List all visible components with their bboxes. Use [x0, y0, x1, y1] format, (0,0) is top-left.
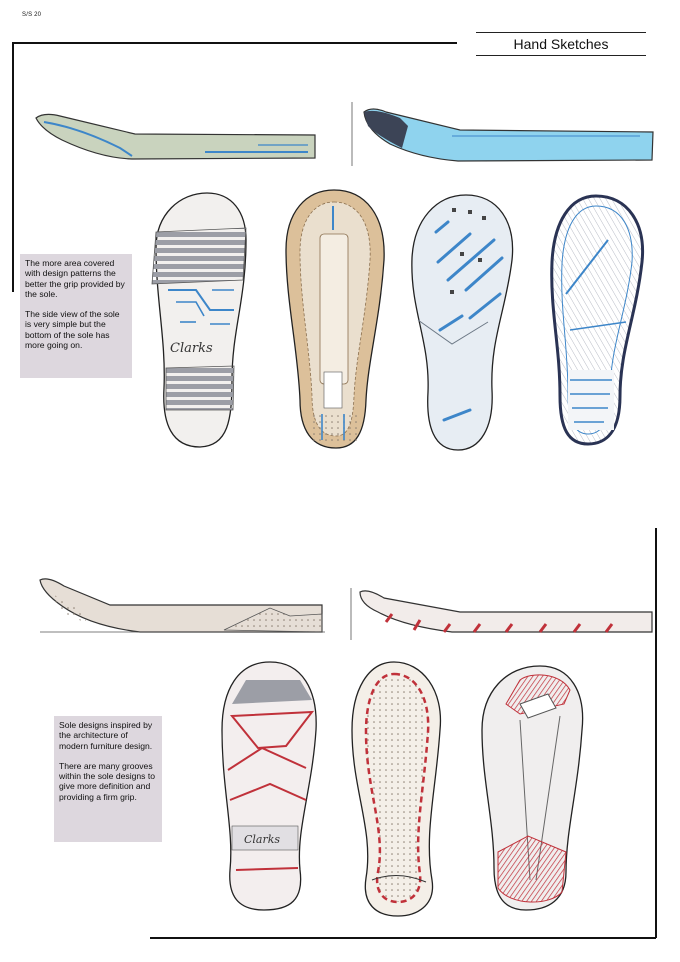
note-bottom: Sole designs inspired by the architectur… [54, 716, 162, 842]
sole-sketch-tan [285, 189, 385, 449]
side-view-dotted-sole [39, 578, 325, 633]
brand-logo-text-2: Clarks [244, 833, 280, 846]
sole-sketch-red-hatch [481, 665, 584, 911]
sole-sketch-outlined [550, 194, 645, 446]
left-frame-rule [12, 42, 14, 292]
note-bottom-grooves: There are many grooves within the sole d… [59, 760, 156, 802]
right-frame-rule [655, 528, 657, 938]
season-label: S/S 20 [22, 12, 42, 18]
top-frame-rule [12, 42, 457, 44]
side-view-sage-sole [35, 113, 316, 160]
sole-sketch-ribbed: Clarks [151, 192, 247, 448]
side-view-red-sole [350, 588, 653, 640]
brand-logo-text: Clarks [170, 341, 213, 356]
bottom-frame-rule [150, 937, 656, 939]
note-top-side-view: The side view of the sole is very simple… [25, 309, 120, 351]
sole-sketch-zigzag: Clarks [221, 661, 317, 911]
page-title: Hand Sketches [476, 32, 646, 56]
note-bottom-inspiration: Sole designs inspired by the architectur… [59, 720, 153, 751]
note-top-grip: The more area covered with design patter… [25, 258, 125, 299]
sole-sketch-red-ridges [351, 661, 442, 917]
side-view-blue-sole [351, 102, 654, 166]
note-top: The more area covered with design patter… [20, 254, 132, 378]
sole-sketch-slashes [411, 194, 514, 451]
